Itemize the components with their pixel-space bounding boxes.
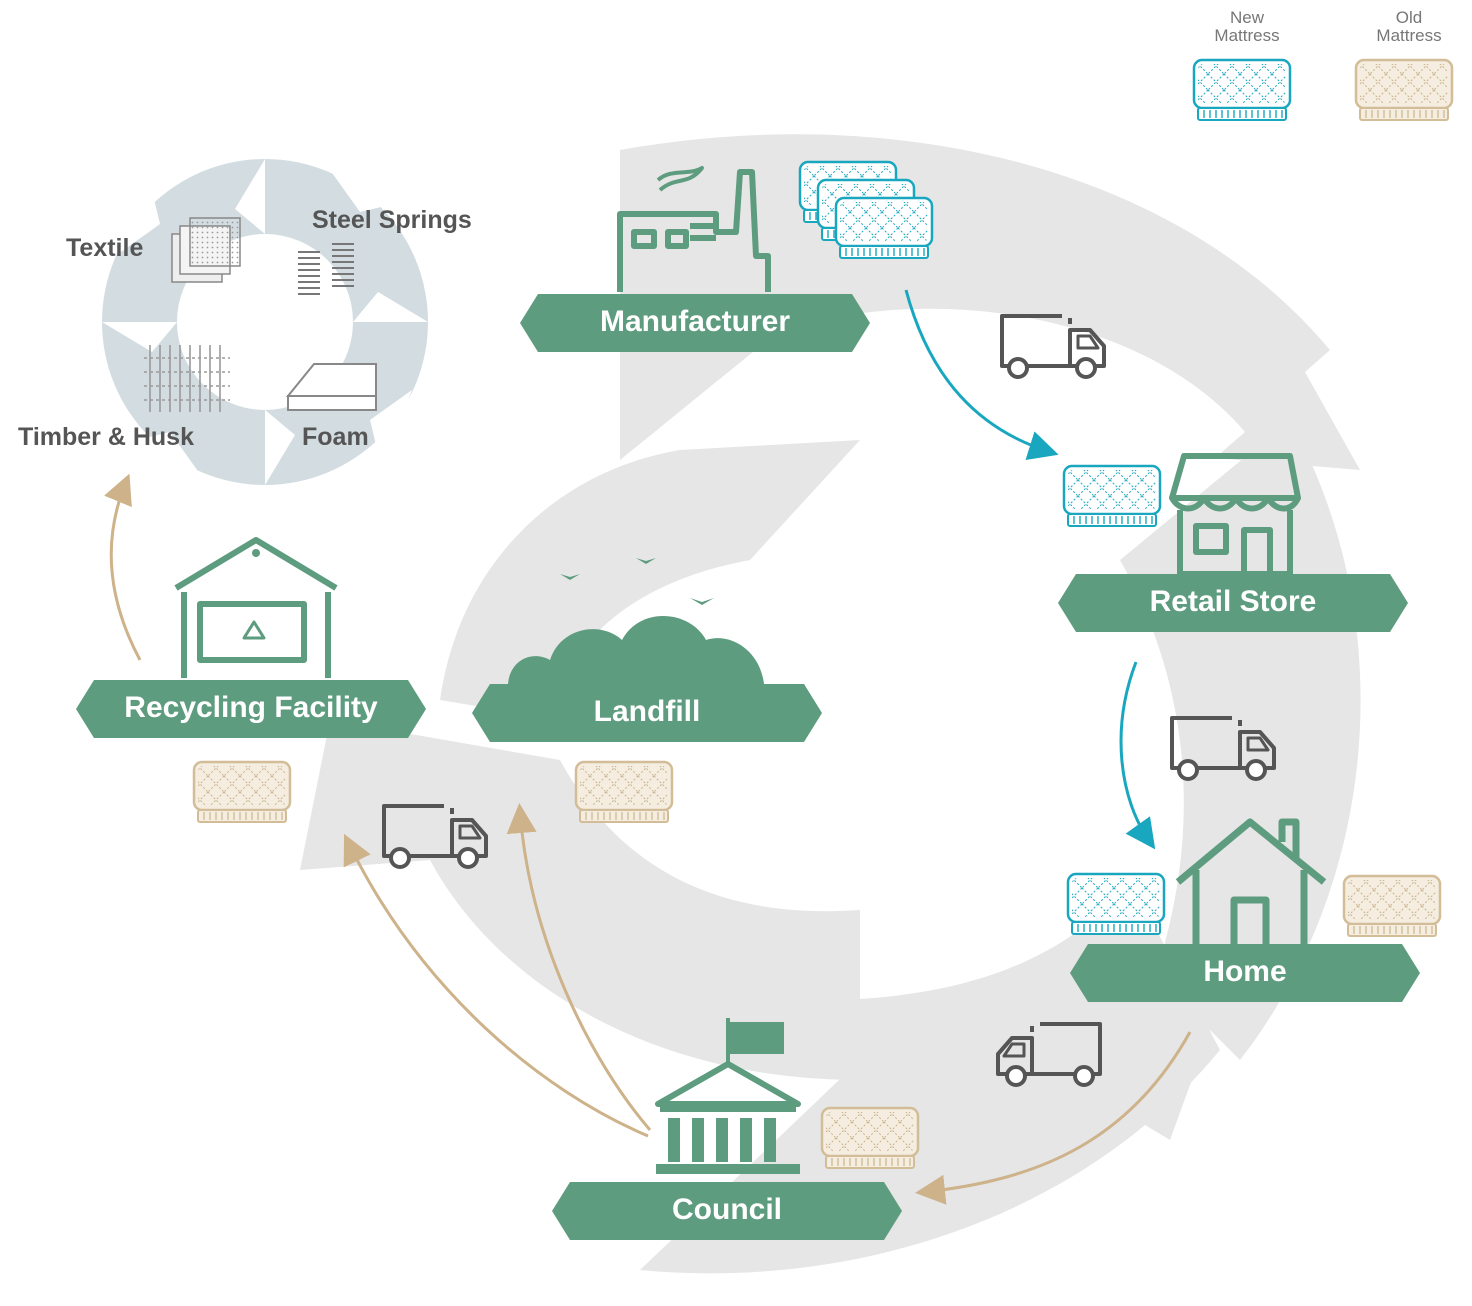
retail-store-label: Retail Store <box>1150 585 1317 618</box>
new-flow-arrow <box>904 289 1059 461</box>
recycling-facility-icon <box>174 537 338 678</box>
new-mattress-legend-icon <box>1192 58 1292 122</box>
material-textile-label: Textile <box>66 234 143 262</box>
old-mattress-legend-icon <box>1354 58 1454 122</box>
legend: New Mattress Old Mattress <box>1192 8 1454 122</box>
council-building-icon <box>655 1018 801 1174</box>
home-banner: Home <box>1070 944 1420 1002</box>
new-mattress-stack-icon <box>834 196 934 260</box>
manufacturer-banner: Manufacturer <box>520 294 870 352</box>
new-mattress-icon <box>1062 464 1162 528</box>
retail-store-banner: Retail Store <box>1058 574 1408 632</box>
old-flow-arrow <box>343 833 649 1138</box>
material-steel-springs-label: Steel Springs <box>312 206 472 234</box>
old-mattress-icon <box>192 760 292 824</box>
legend-new-line1: New <box>1230 8 1265 27</box>
home-label: Home <box>1203 955 1286 988</box>
recycling-facility-label: Recycling Facility <box>124 691 378 724</box>
steel-springs-icon <box>298 243 354 295</box>
foam-icon <box>285 363 377 411</box>
new-flow-arrow <box>1119 661 1156 850</box>
landfill-label: Landfill <box>594 695 701 728</box>
old-mattress-icon <box>820 1106 920 1170</box>
landfill-icon <box>508 558 764 684</box>
material-timber-husk-label: Timber & Husk <box>18 423 194 451</box>
old-mattress-icon <box>574 760 674 824</box>
council-label: Council <box>672 1193 782 1226</box>
old-flow-arrow <box>506 803 652 1131</box>
legend-old-line2: Mattress <box>1376 26 1441 45</box>
manufacturer-label: Manufacturer <box>600 305 790 338</box>
landfill-banner: Landfill <box>472 684 822 742</box>
timber-husk-icon <box>144 345 230 412</box>
material-foam-label: Foam <box>302 423 369 451</box>
old-flow-arrow <box>915 1031 1192 1205</box>
factory-icon <box>617 166 771 292</box>
house-icon <box>1175 818 1327 944</box>
legend-new-line2: Mattress <box>1214 26 1279 45</box>
old-mattress-icon <box>1342 874 1442 938</box>
recycling-facility-banner: Recycling Facility <box>76 680 426 738</box>
new-mattress-icon <box>1066 872 1166 936</box>
council-banner: Council <box>552 1182 902 1240</box>
legend-old-line1: Old <box>1396 8 1422 27</box>
textile-icon <box>171 217 241 283</box>
old-flow-arrow <box>104 473 142 661</box>
